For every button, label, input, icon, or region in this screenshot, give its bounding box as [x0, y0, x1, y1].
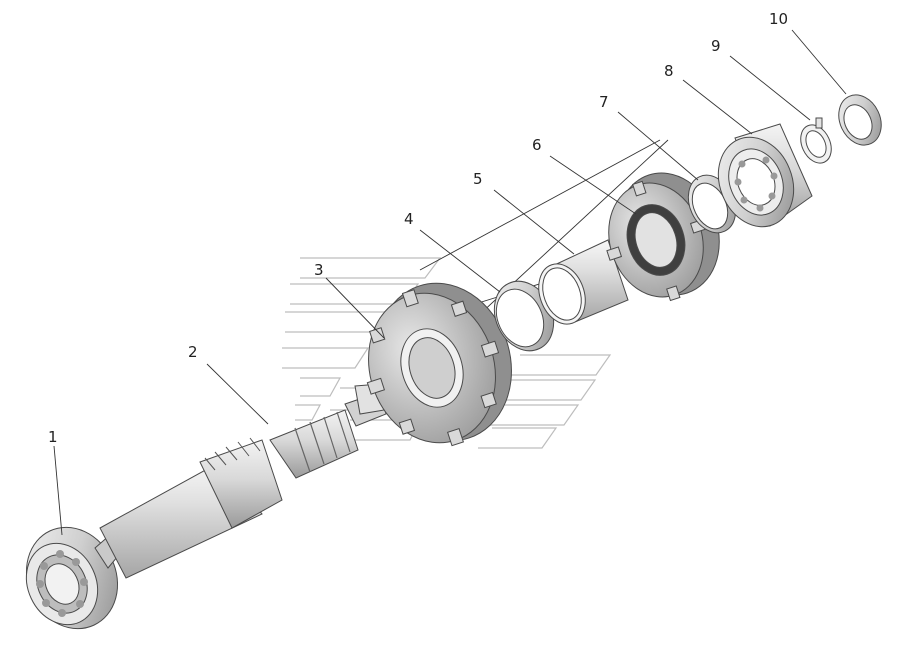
callout-4: 4 [404, 210, 414, 228]
tab-washer [800, 117, 832, 164]
callout-3: 3 [314, 261, 324, 279]
splined-shaft [94, 383, 387, 579]
part-number-labels: 1 2 3 4 5 6 7 8 9 10 [48, 10, 788, 446]
callout-2: 2 [188, 343, 198, 361]
callout-10: 10 [769, 10, 788, 28]
large-gear [366, 282, 512, 447]
callout-1: 1 [48, 428, 58, 446]
callout-5: 5 [473, 170, 483, 188]
callout-6: 6 [532, 136, 542, 154]
leader-lines [53, 29, 847, 536]
callout-7: 7 [599, 93, 609, 111]
bearing-right [717, 123, 813, 228]
bearing-left [25, 526, 119, 630]
callout-8: 8 [664, 62, 674, 80]
sleeve [538, 239, 629, 325]
spacer-ring [493, 280, 555, 352]
round-nut [838, 94, 882, 146]
callout-9: 9 [711, 37, 721, 55]
